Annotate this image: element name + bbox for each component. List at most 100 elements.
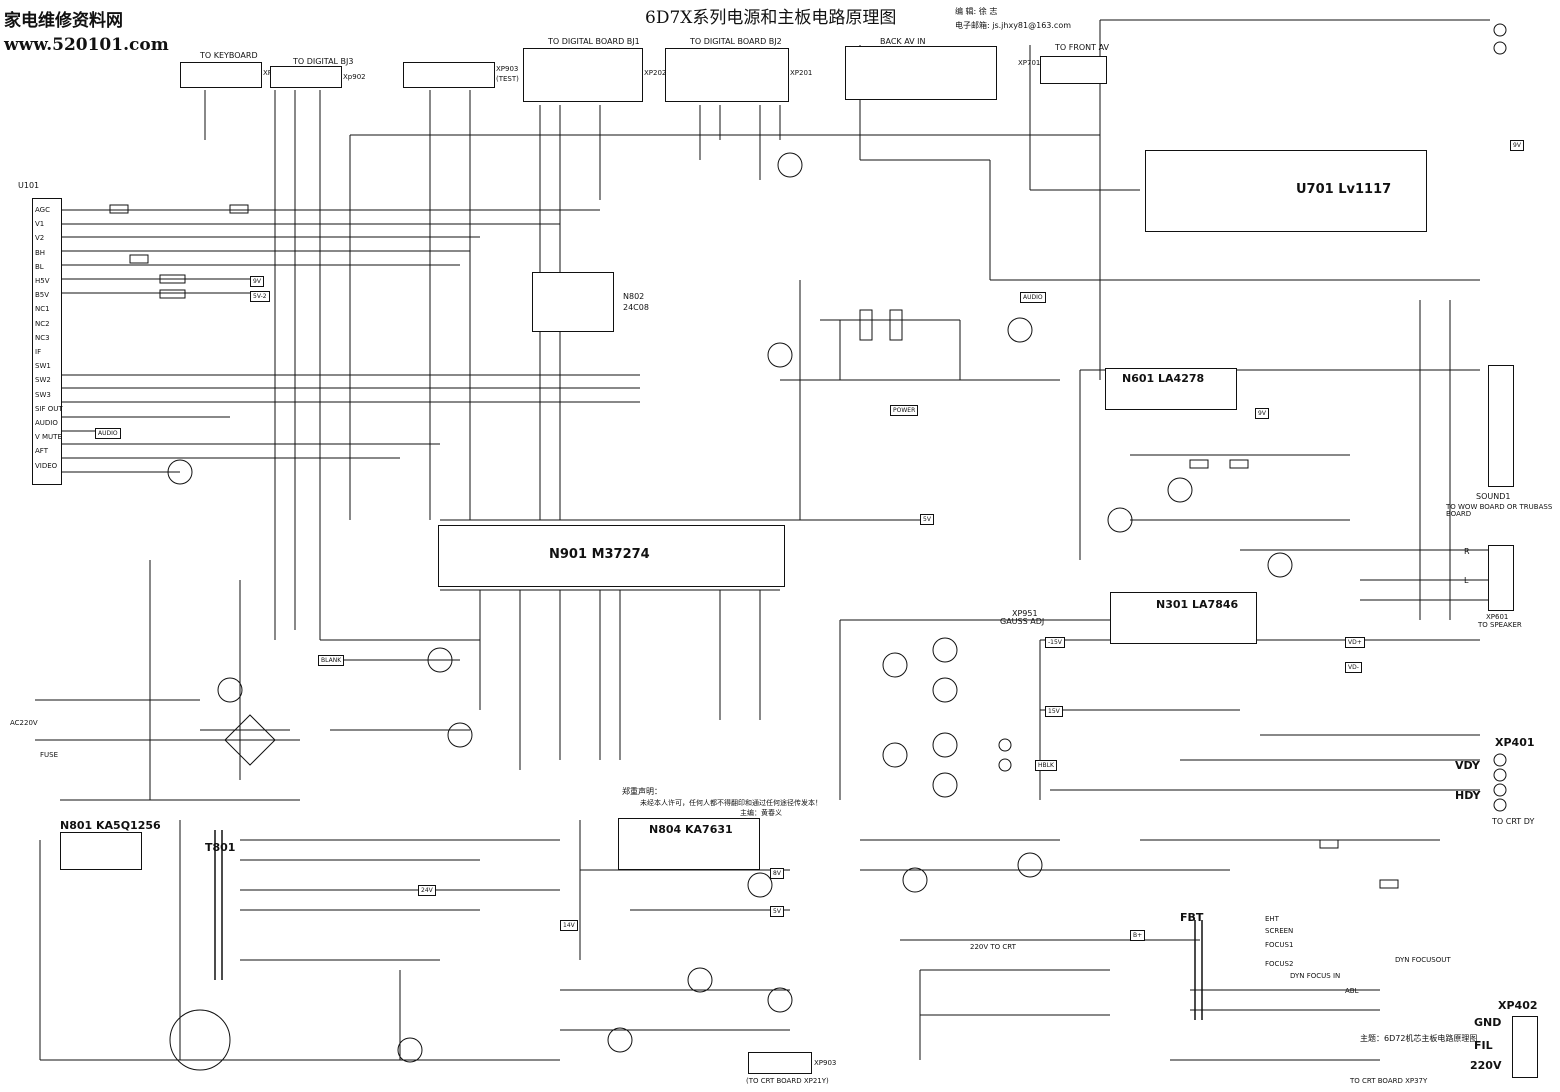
ic-n301-name: LA7846: [1192, 598, 1239, 611]
ic-n901-name: M37274: [591, 547, 650, 562]
flyback-fbt-ref: FBT: [1180, 911, 1204, 924]
u101-pin-label: AFT: [35, 447, 48, 456]
tag-14v: 14V: [560, 920, 578, 931]
sound-connector: [1488, 365, 1514, 487]
digital-bj2-label: TO DIGITAL BOARD BJ2: [690, 37, 782, 46]
tag-5v2: 5V-2: [250, 291, 270, 302]
u101-pin-label: B5V: [35, 291, 50, 300]
crt-board-ref: XP402: [1498, 999, 1538, 1012]
label-screen: SCREEN: [1265, 927, 1294, 935]
tag-vd-minus: VD-: [1345, 662, 1362, 673]
u101-ref: U101: [18, 181, 40, 190]
ic-n802-ref: N802: [623, 292, 645, 301]
tag-blank: BLANK: [318, 655, 345, 666]
crt-board-connector: [1512, 1016, 1538, 1078]
crt-dy-ref: XP401: [1495, 736, 1535, 749]
ic-n802: N802 24C08: [532, 272, 649, 332]
label-fuse: FUSE: [40, 751, 59, 759]
tag-vd-plus: VD+: [1345, 637, 1365, 648]
crt-dy-vdy: VDY: [1455, 759, 1480, 772]
crt-board-fil: FIL: [1474, 1039, 1493, 1052]
speaker-connector: [1488, 545, 1514, 611]
ic-n601-label: N601 LA4278: [1122, 373, 1204, 384]
ic-n301: N301 LA7846: [1110, 592, 1257, 644]
watermark-site-name: 家电维修资料网: [4, 11, 123, 31]
ic-n801-label: N801 KA5Q1256: [60, 820, 161, 831]
ic-n601-name: LA4278: [1158, 372, 1205, 385]
ic-n801-ref: N801: [60, 819, 93, 832]
crt-dy-hdy: HDY: [1455, 789, 1481, 802]
ic-n901: N901 M37274: [438, 525, 785, 587]
gauss-adj-label: GAUSS ADJ: [1000, 617, 1045, 626]
tag-9v-u701: 9V: [1510, 140, 1524, 151]
speaker-pin-l: L: [1464, 576, 1469, 585]
u101-pin-label: V MUTE: [35, 433, 62, 442]
footer-note: 主题：6D72机芯主板电路原理图: [1360, 1034, 1478, 1043]
tag-5v-n804: 5V: [770, 906, 784, 917]
u101-pin-label: NC3: [35, 333, 50, 342]
ic-n801-name: KA5Q1256: [96, 819, 161, 832]
keyboard-connector-label: TO KEYBOARD: [200, 51, 258, 60]
tag-hblk: HBLK: [1035, 760, 1057, 771]
page-title: 6D7X系列电源和主板电路原理图: [645, 8, 897, 28]
u101-pin-label: VIDEO: [35, 461, 58, 470]
u101-pin-label: AUDIO: [35, 419, 58, 427]
ic-u701-name: Lv1117: [1338, 182, 1392, 197]
crt-board-left-label: (TO CRT BOARD XP21Y): [746, 1077, 829, 1085]
u101-pin-label: V2: [35, 234, 45, 243]
email-label: 电子邮箱: js.jhxy81@163.com: [955, 21, 1072, 30]
tag-9v-n601: 9V: [1255, 408, 1269, 419]
label-abl: ABL: [1345, 987, 1359, 995]
tag-24v: 24V: [418, 885, 436, 896]
tag-audio: AUDIO: [95, 428, 121, 439]
test-connector: [403, 62, 495, 88]
u101-pin-label: SW1: [35, 362, 51, 371]
sound-connector-sub: TO WOW BOARD OR TRUBASS BOARD: [1446, 503, 1553, 518]
digital-bj3-label: TO DIGITAL BJ3: [293, 57, 354, 66]
label-focus2: FOCUS2: [1265, 960, 1294, 968]
front-av-label: TO FRONT AV: [1055, 43, 1110, 52]
label-220v-crt: 220V TO CRT: [970, 943, 1016, 951]
label-dyn-focus-in: DYN FOCUS IN: [1290, 972, 1341, 980]
u101-pin-label: BH: [35, 248, 46, 257]
ic-u701-ref: U701: [1296, 182, 1334, 197]
ic-n901-ref: N901: [549, 547, 588, 562]
u101-pin-label: AGC: [35, 206, 50, 214]
crt-board-left-connector: [748, 1052, 812, 1074]
back-av-label: BACK AV IN: [880, 37, 926, 46]
ic-n301-ref: N301: [1156, 598, 1189, 611]
speaker-label: TO SPEAKER: [1478, 621, 1522, 629]
ic-n301-label: N301 LA7846: [1156, 599, 1238, 610]
tag-5v-n901: 5V: [920, 514, 934, 525]
editor-label: 编 辑: 徐 志: [955, 7, 998, 16]
crt-dy-label: TO CRT DY: [1492, 817, 1535, 826]
u101-pin-label: SIF OUT: [35, 404, 63, 413]
digital-bj3-connector: [270, 66, 342, 88]
ic-u701: U701 Lv1117: [1145, 150, 1427, 232]
u101-pin-label: SW3: [35, 390, 51, 399]
ic-n601-ref: N601: [1122, 372, 1155, 385]
speaker-pin-r: R: [1464, 547, 1470, 556]
note-sign: 主编：黄春义: [740, 809, 782, 817]
label-ac220v: AC220V: [10, 719, 38, 727]
ic-n804-name: KA7631: [685, 823, 733, 836]
speaker-ref: XP601: [1486, 613, 1509, 621]
transformer-t801-ref: T801: [205, 841, 236, 854]
test-connector-label: (TEST): [496, 75, 519, 83]
label-dyn-focus-out: DYN FOCUSOUT: [1395, 956, 1451, 964]
ic-n804-ref: N804: [649, 823, 682, 836]
digital-bj2-connector: [665, 48, 789, 102]
crt-board-left-ref: XP903: [814, 1059, 837, 1067]
front-av-ref: XP701: [1018, 59, 1041, 67]
ic-n804: N804 KA7631: [618, 818, 760, 870]
u101-pin-label: H5V: [35, 277, 50, 285]
gauss-adj-ref: XP951: [1012, 609, 1038, 618]
sound-connector-label: SOUND1: [1476, 492, 1511, 501]
digital-bj1-ref: XP202: [644, 69, 667, 77]
tag-b-plus: B+: [1130, 930, 1146, 941]
digital-bj2-ref: XP201: [790, 69, 813, 77]
digital-bj1-connector: [523, 48, 643, 102]
note-title: 郑重声明：: [622, 787, 662, 796]
